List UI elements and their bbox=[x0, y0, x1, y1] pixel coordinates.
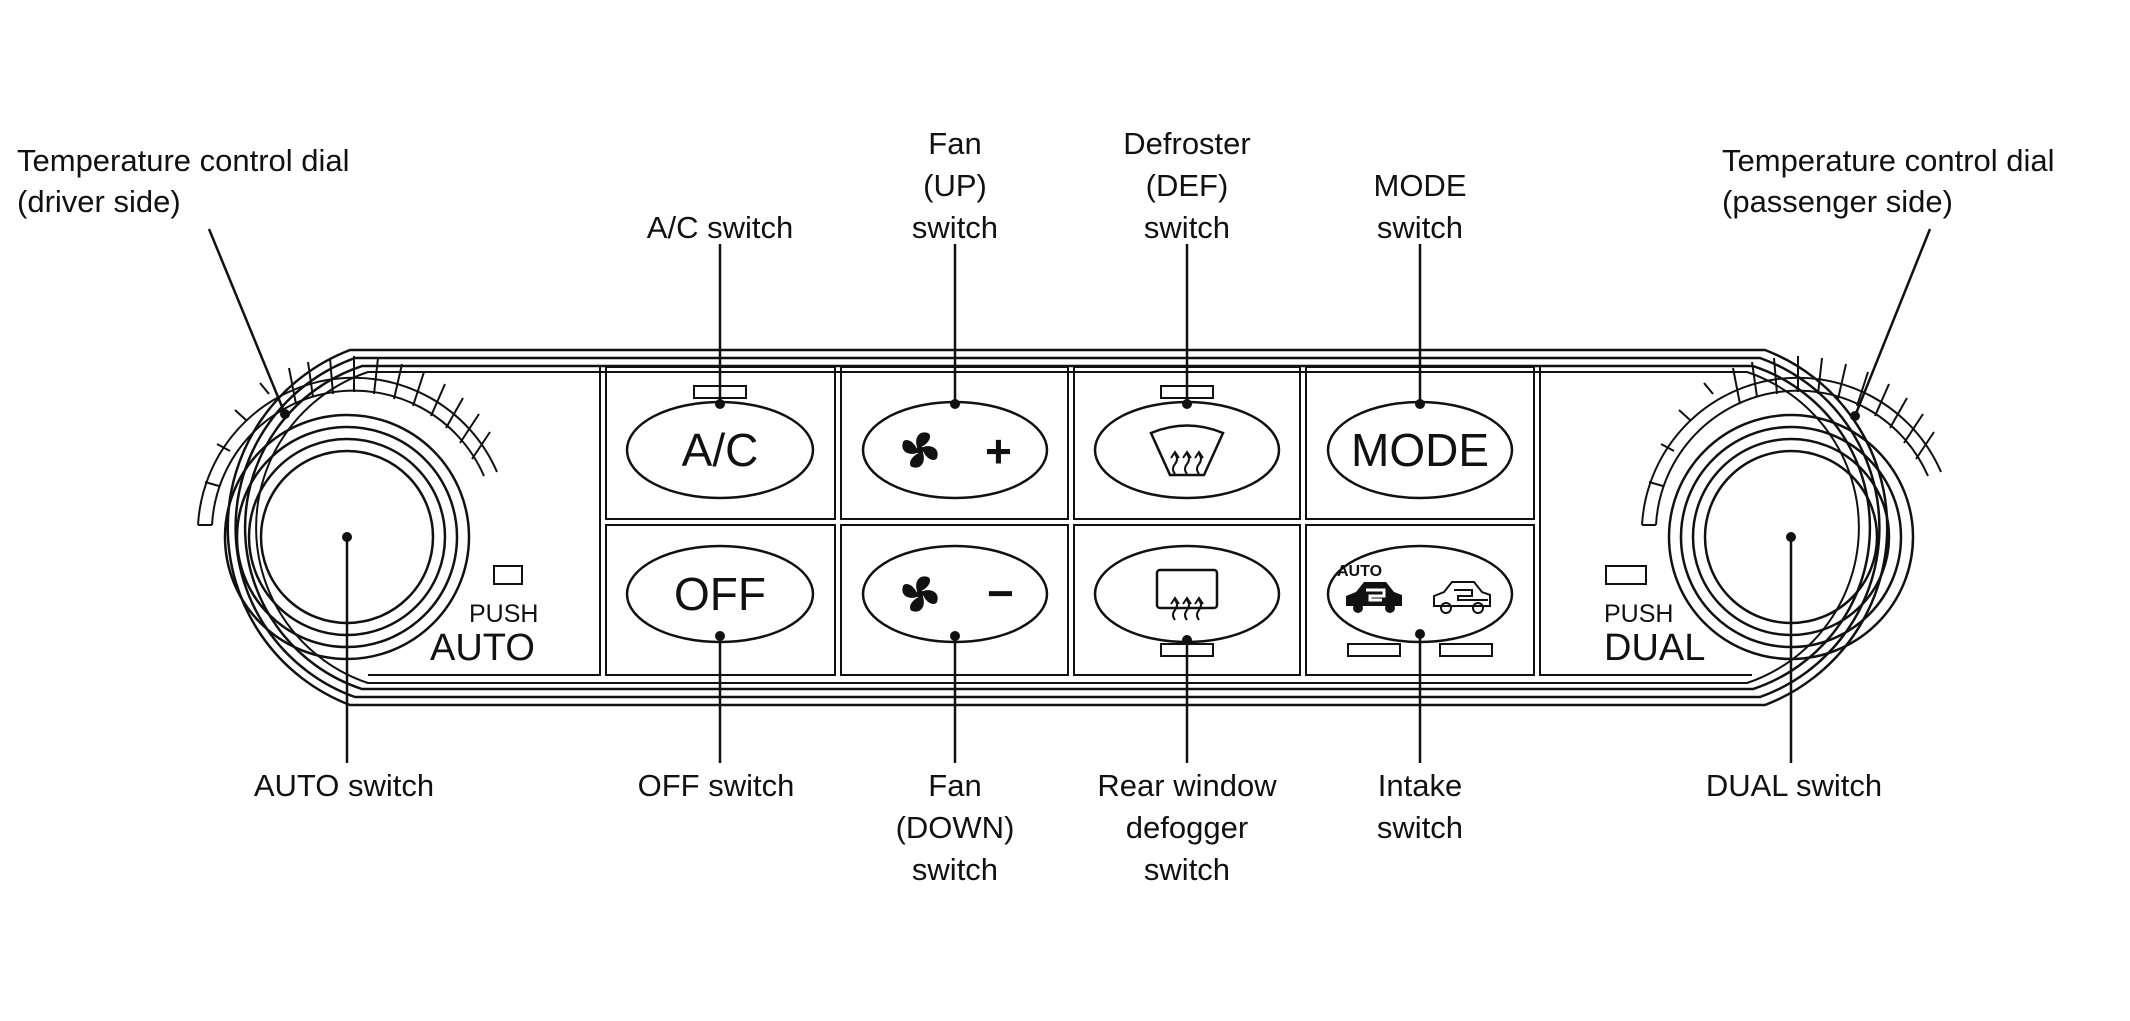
svg-text:AUTO switch: AUTO switch bbox=[254, 768, 434, 803]
left-dial-section: PUSH AUTO bbox=[197, 356, 601, 676]
svg-text:switch: switch bbox=[912, 852, 998, 887]
svg-text:switch: switch bbox=[1377, 210, 1463, 245]
svg-text:Rear window: Rear window bbox=[1097, 768, 1277, 803]
intake-auto-label: AUTO bbox=[1337, 563, 1382, 580]
intake-fresh-indicator bbox=[1439, 643, 1493, 657]
callout-ac-switch: A/C switch bbox=[647, 210, 793, 245]
intake-recirc-indicator bbox=[1347, 643, 1401, 657]
svg-text:Temperature control dial: Temperature control dial bbox=[17, 143, 350, 178]
rear-defrost-icon bbox=[1155, 568, 1219, 621]
right-dial-section: PUSH DUAL bbox=[1539, 356, 1942, 676]
auto-label: AUTO bbox=[430, 627, 535, 669]
fan-plus-label: + bbox=[985, 425, 1012, 477]
dual-label: DUAL bbox=[1604, 627, 1705, 669]
fan-down-button[interactable]: − bbox=[861, 544, 1049, 644]
dual-indicator bbox=[1605, 565, 1647, 585]
mode-button-label: MODE bbox=[1351, 424, 1489, 476]
svg-text:A/C switch: A/C switch bbox=[647, 210, 793, 245]
button-grid bbox=[605, 366, 1535, 676]
callout-off-switch: OFF switch bbox=[638, 768, 795, 803]
leader-lines bbox=[207, 228, 1932, 763]
fan-up-button[interactable]: + bbox=[861, 400, 1049, 500]
svg-text:Intake: Intake bbox=[1378, 768, 1462, 803]
callout-auto-switch: AUTO switch bbox=[254, 768, 434, 803]
windshield-defrost-icon bbox=[1149, 424, 1225, 477]
svg-text:Temperature control dial: Temperature control dial bbox=[1722, 143, 2055, 178]
mode-button[interactable]: MODE bbox=[1326, 400, 1514, 500]
svg-text:(DOWN): (DOWN) bbox=[896, 810, 1015, 845]
callout-dual-switch: DUAL switch bbox=[1706, 768, 1882, 803]
fan-icon bbox=[902, 576, 938, 612]
off-button-label: OFF bbox=[674, 568, 766, 620]
svg-text:OFF switch: OFF switch bbox=[638, 768, 795, 803]
svg-text:DUAL switch: DUAL switch bbox=[1706, 768, 1882, 803]
svg-text:(passenger side): (passenger side) bbox=[1722, 184, 1953, 219]
svg-text:Fan: Fan bbox=[928, 126, 981, 161]
svg-text:defogger: defogger bbox=[1126, 810, 1248, 845]
ac-button[interactable]: A/C bbox=[625, 385, 815, 500]
svg-text:Defroster: Defroster bbox=[1123, 126, 1250, 161]
svg-text:MODE: MODE bbox=[1374, 168, 1467, 203]
fresh-air-car-icon bbox=[1433, 581, 1491, 614]
svg-text:switch: switch bbox=[1144, 852, 1230, 887]
auto-indicator bbox=[493, 565, 523, 585]
callout-fan-up-switch: Fan (UP) switch bbox=[912, 126, 998, 245]
fan-minus-label: − bbox=[987, 567, 1014, 619]
svg-text:switch: switch bbox=[1144, 210, 1230, 245]
svg-text:Fan: Fan bbox=[928, 768, 981, 803]
callout-rear-defogger-switch: Rear window defogger switch bbox=[1097, 768, 1277, 887]
svg-text:(driver side): (driver side) bbox=[17, 184, 181, 219]
dual-push-label: PUSH bbox=[1604, 600, 1673, 628]
callout-intake-switch: Intake switch bbox=[1377, 768, 1463, 845]
svg-text:(UP): (UP) bbox=[923, 168, 987, 203]
callout-mode-switch: MODE switch bbox=[1374, 168, 1467, 245]
svg-text:switch: switch bbox=[1377, 810, 1463, 845]
fan-icon bbox=[902, 432, 938, 468]
driver-temp-scale bbox=[197, 356, 498, 526]
callout-fan-down-switch: Fan (DOWN) switch bbox=[896, 768, 1015, 887]
auto-push-label: PUSH bbox=[469, 600, 538, 628]
svg-text:switch: switch bbox=[912, 210, 998, 245]
ac-button-label: A/C bbox=[682, 424, 759, 476]
callout-temp-dial-passenger: Temperature control dial (passenger side… bbox=[1722, 143, 2055, 219]
recirculate-car-icon bbox=[1346, 582, 1402, 613]
callout-defroster-switch: Defroster (DEF) switch bbox=[1123, 126, 1250, 245]
svg-text:(DEF): (DEF) bbox=[1146, 168, 1229, 203]
callout-temp-dial-driver: Temperature control dial (driver side) bbox=[17, 143, 350, 219]
passenger-temp-scale bbox=[1641, 356, 1942, 526]
off-button[interactable]: OFF bbox=[625, 544, 815, 644]
